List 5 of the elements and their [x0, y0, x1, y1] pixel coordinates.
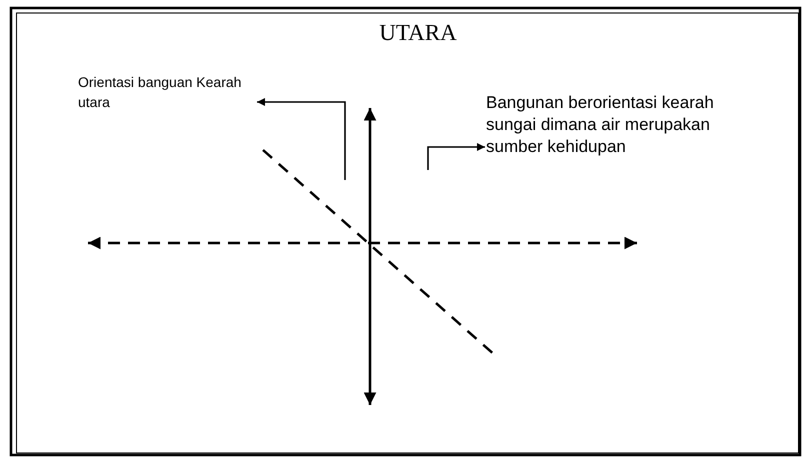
bent-arrow [427, 143, 485, 170]
diagram-title: UTARA [378, 20, 458, 46]
annotation-text: Orientasi banguan Kearah utara [78, 72, 256, 112]
annotation-text: Bangunan berorientasi kearah sungai dimana air merupakan sumber kehidupan [486, 92, 766, 158]
bent-arrow [257, 98, 346, 180]
